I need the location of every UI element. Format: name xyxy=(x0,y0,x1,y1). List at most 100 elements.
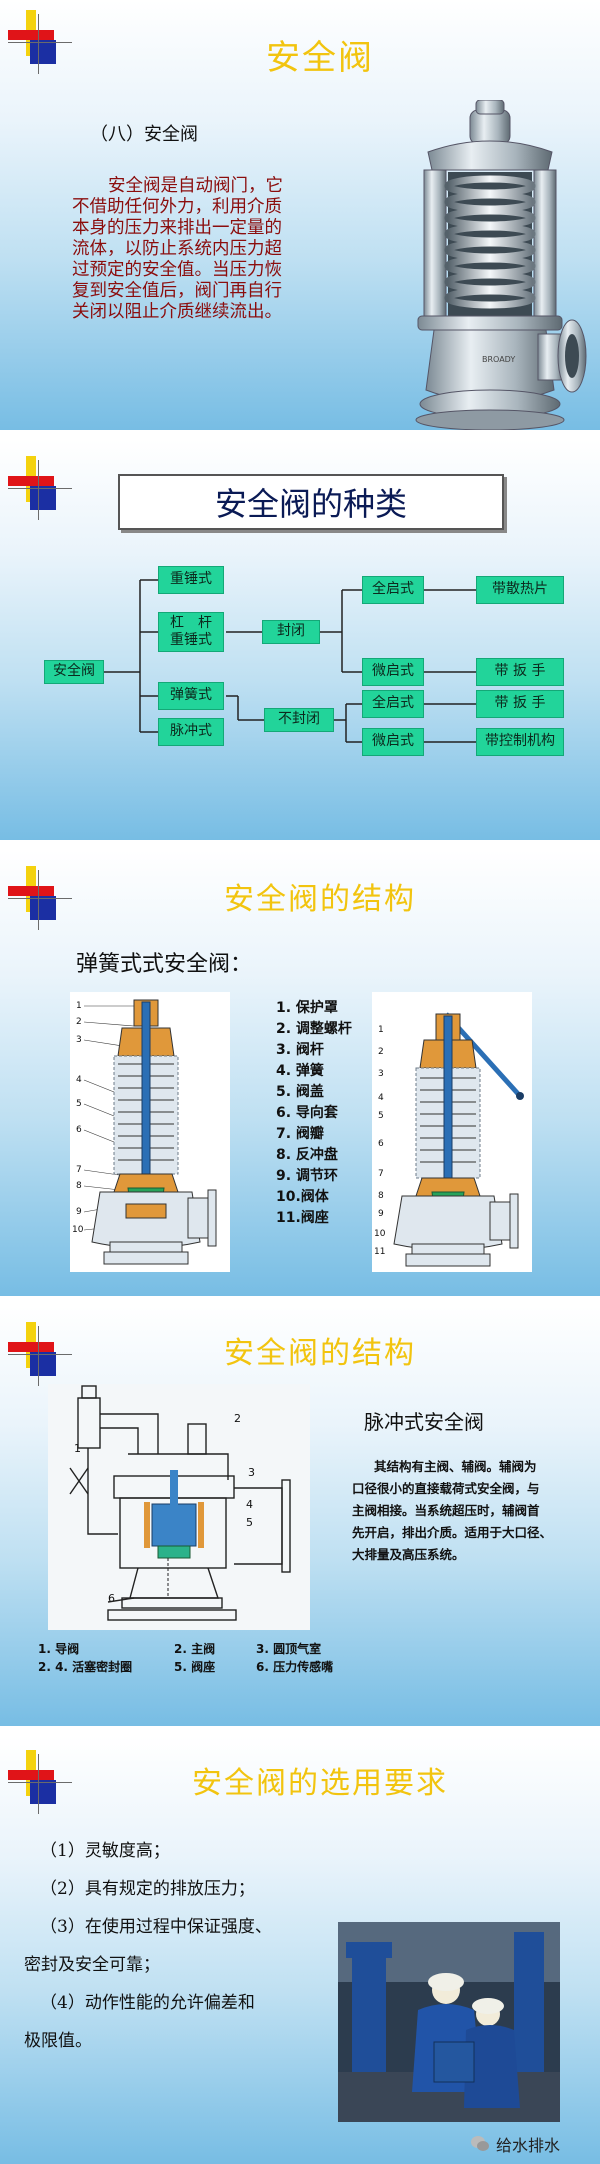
safety-valve-photo: BROADY xyxy=(415,100,587,430)
tree-node-weight-type: 重锤式 xyxy=(158,566,224,594)
callout: 1 xyxy=(378,1025,384,1035)
callout: 3 xyxy=(248,1466,255,1479)
callout: 8 xyxy=(76,1181,82,1191)
callout: 9 xyxy=(378,1209,384,1219)
legend-item: 2. 4. 活塞密封圈 xyxy=(38,1660,133,1674)
valve-spring xyxy=(444,175,536,309)
pulse-valve-heading: 脉冲式安全阀 xyxy=(364,1410,484,1434)
slide-subtitle: （八）安全阀 xyxy=(90,124,198,145)
part-item: 8. 反冲盘 xyxy=(276,1147,338,1163)
part-item: 6. 导向套 xyxy=(276,1105,338,1121)
part-item: 4. 弹簧 xyxy=(276,1063,324,1079)
part-item: 10.阀体 xyxy=(276,1189,329,1205)
callout: 3 xyxy=(378,1069,384,1079)
requirement-item: 密封及安全可靠； xyxy=(24,1955,160,1975)
slide-corner-decoration xyxy=(8,456,72,520)
tree-node-micro-lift-closed: 微启式 xyxy=(362,658,424,686)
requirement-item: （3）在使用过程中保证强度、 xyxy=(40,1917,272,1937)
intro-paragraph: 安全阀是自动阀门，它 不借助任何外力，利用介质 本身的压力来排出一定量的 流体，… xyxy=(72,176,283,322)
spring-valve-diagram-right: 1 2 3 4 5 6 7 8 9 10 11 xyxy=(372,992,532,1272)
legend-item: 2. 主阀 xyxy=(174,1642,216,1656)
callout: 2 xyxy=(76,1017,82,1027)
legend-item: 1. 导阀 xyxy=(38,1642,80,1656)
requirement-item: （2）具有规定的排放压力； xyxy=(40,1879,255,1899)
legend-item: 3. 圆顶气室 xyxy=(256,1642,322,1656)
tree-leaf-control-mechanism: 带控制机构 xyxy=(476,728,564,756)
requirements-list: （1）灵敏度高； （2）具有规定的排放压力； （3）在使用过程中保证强度、 密封… xyxy=(24,1832,344,2060)
part-item: 3. 阀杆 xyxy=(276,1042,324,1058)
tree-node-not-closed: 不封闭 xyxy=(264,708,334,732)
callout: 4 xyxy=(76,1075,82,1085)
spring-valve-diagram-left: 1 2 3 4 5 6 7 8 9 10 xyxy=(70,992,230,1272)
tree-node-pulse-type: 脉冲式 xyxy=(158,718,224,746)
workers-photo xyxy=(338,1922,560,2122)
classification-tree-lines xyxy=(104,579,476,743)
slide-title: 安全阀的选用要求 xyxy=(192,1766,448,1801)
watermark-text: 给水排水 xyxy=(496,2136,561,2155)
slide-corner-decoration xyxy=(8,866,72,930)
slide-spring-valve-structure: 安全阀的结构 弹簧式式安全阀： 1 2 3 4 5 6 7 8 9 10 xyxy=(0,850,600,1296)
wechat-icon xyxy=(471,2136,489,2151)
callout: 3 xyxy=(76,1035,82,1045)
requirement-item: 极限值。 xyxy=(24,2031,92,2051)
slide-corner-decoration xyxy=(8,1750,72,1814)
callout: 5 xyxy=(378,1111,384,1121)
lever-label: 杠 杆 xyxy=(170,614,212,631)
callout: 7 xyxy=(378,1169,384,1179)
pulse-valve-legend: 1. 导阀 2. 主阀 3. 圆顶气室 2. 4. 活塞密封圈 5. 阀座 6.… xyxy=(38,1640,358,1676)
callout: 7 xyxy=(76,1165,82,1175)
legend-item: 6. 压力传感嘴 xyxy=(256,1660,334,1674)
tree-leaf-wrench-2: 带 扳 手 xyxy=(476,690,564,718)
slide-corner-decoration xyxy=(8,10,72,74)
tree-leaf-heat-sink: 带散热片 xyxy=(476,576,564,604)
callout: 9 xyxy=(76,1207,82,1217)
part-item: 5. 阀盖 xyxy=(276,1084,324,1100)
callout: 4 xyxy=(246,1498,253,1511)
valve-mark: BROADY xyxy=(482,355,515,364)
callout: 1 xyxy=(76,1001,82,1011)
part-item: 11.阀座 xyxy=(276,1210,329,1226)
slide-subtitle: 弹簧式式安全阀： xyxy=(76,952,253,977)
callout: 11 xyxy=(374,1247,385,1257)
tree-node-closed: 封闭 xyxy=(262,620,320,644)
part-item: 1. 保护罩 xyxy=(276,1000,338,1016)
slide-selection-requirements: 安全阀的选用要求 （1）灵敏度高； （2）具有规定的排放压力； （3）在使用过程… xyxy=(0,1736,600,2164)
tree-root-safety-valve: 安全阀 xyxy=(44,660,104,684)
watermark: 给水排水 xyxy=(470,2132,560,2156)
tree-node-spring-type: 弹簧式 xyxy=(158,682,224,710)
part-item: 9. 调节环 xyxy=(276,1168,338,1184)
callout: 10 xyxy=(72,1225,84,1235)
tree-node-full-lift-closed: 全启式 xyxy=(362,576,424,604)
slide-valve-types: 安全阀的种类 安全阀 重锤式 杠 杆重 xyxy=(0,440,600,840)
tree-node-full-lift-open: 全启式 xyxy=(362,690,424,718)
slide-title: 安全阀的种类 xyxy=(118,474,504,530)
requirement-item: （4）动作性能的允许偏差和 xyxy=(40,1993,255,2013)
callout: 8 xyxy=(378,1191,384,1201)
slide-pulse-valve-structure: 安全阀的结构 1 2 3 4 5 6 xyxy=(0,1306,600,1726)
callout: 2 xyxy=(378,1047,384,1057)
parts-list: 1. 保护罩 2. 调整螺杆 3. 阀杆 4. 弹簧 5. 阀盖 6. 导向套 … xyxy=(276,998,352,1229)
slide-corner-decoration xyxy=(8,1322,72,1386)
callout: 4 xyxy=(378,1093,384,1103)
slide-title: 安全阀 xyxy=(266,38,374,78)
slide-safety-valve-intro: 安全阀 （八）安全阀 安全阀是自动阀门，它 不借助任何外力，利用介质 本身的压力… xyxy=(0,0,600,430)
slide-title: 安全阀的结构 xyxy=(224,1336,416,1371)
part-item: 2. 调整螺杆 xyxy=(276,1021,352,1037)
callout: 5 xyxy=(246,1516,253,1529)
tree-node-lever-weight-type: 杠 杆重锤式 xyxy=(158,612,224,652)
part-item: 7. 阀瓣 xyxy=(276,1126,324,1142)
callout: 5 xyxy=(76,1099,82,1109)
pulse-valve-paragraph: 其结构有主阀、辅阀。辅阀为 口径很小的直接载荷式安全阀，与 主阀相接。当系统超压… xyxy=(352,1459,553,1562)
tree-leaf-wrench-1: 带 扳 手 xyxy=(476,658,564,686)
slide-title: 安全阀的结构 xyxy=(224,882,416,917)
callout: 6 xyxy=(108,1592,115,1605)
weight-label: 重锤式 xyxy=(170,632,212,648)
callout: 2 xyxy=(234,1412,241,1425)
tree-node-micro-lift-open: 微启式 xyxy=(362,728,424,756)
requirement-item: （1）灵敏度高； xyxy=(40,1841,170,1861)
pulse-valve-diagram: 1 2 3 4 5 6 xyxy=(48,1384,310,1630)
callout: 10 xyxy=(374,1229,386,1239)
callout: 6 xyxy=(378,1139,384,1149)
legend-item: 5. 阀座 xyxy=(174,1660,216,1674)
callout: 6 xyxy=(76,1125,82,1135)
